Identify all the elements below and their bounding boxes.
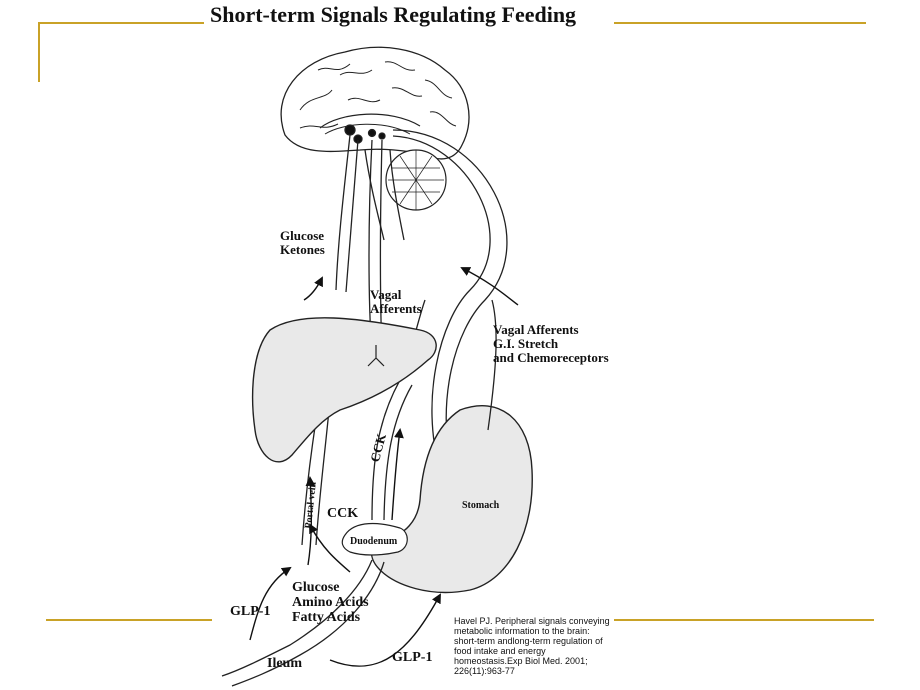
top-left-vertical-rule — [38, 22, 40, 82]
stomach-label: Stomach — [462, 500, 500, 511]
glp1-bottom-label: GLP-1 — [392, 650, 433, 665]
top-left-rule — [38, 22, 204, 24]
slide-title: Short-term Signals Regulating Feeding — [210, 2, 577, 27]
duodenum — [341, 523, 408, 556]
cck-horizontal-label: CCK — [327, 506, 359, 521]
stomach — [370, 405, 533, 594]
citation-text: Havel PJ. Peripheral signals conveying m… — [454, 616, 610, 676]
ileum-label: Ileum — [267, 656, 302, 671]
brain — [280, 46, 470, 241]
intestine — [221, 559, 385, 687]
liver — [251, 317, 437, 463]
nutrients-label: Glucose Amino Acids Fatty Acids — [292, 580, 369, 625]
glp1-left-label: GLP-1 — [230, 604, 271, 619]
duodenum-label: Duodenum — [350, 536, 398, 547]
vagal-afferents-gi-label: Vagal Afferents G.I. Stretch and Chemore… — [493, 322, 609, 365]
arrows — [249, 267, 519, 667]
bottom-left-rule — [46, 619, 212, 621]
bottom-right-rule — [614, 619, 874, 621]
top-right-rule — [614, 22, 866, 24]
